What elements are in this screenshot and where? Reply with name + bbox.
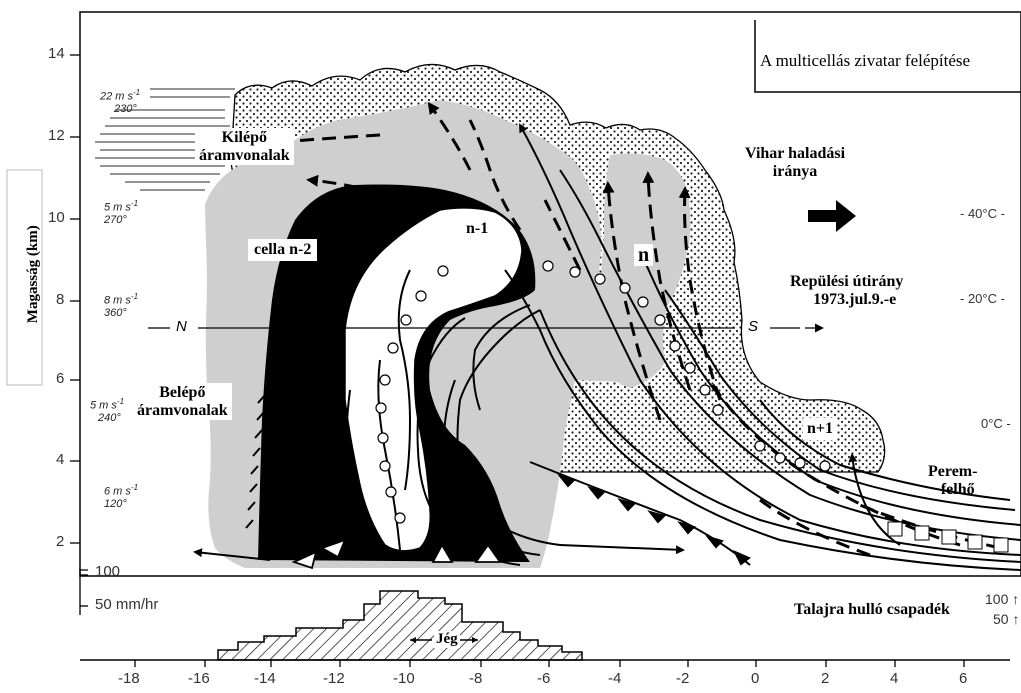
temp-zero: 0°C - [981, 416, 1011, 431]
ice-label: Jég [434, 631, 460, 648]
wind-sup: -1 [116, 397, 125, 406]
precip-right-100: 100 ↑ [985, 591, 1020, 607]
wind-dir: 270° [104, 214, 127, 227]
y-tick-4: 4 [56, 451, 65, 468]
wind-label-4: 5 m s-1 240° [90, 397, 124, 425]
x-tick: -16 [188, 670, 210, 687]
flight-path-label: Repülési útirány 1973.jul.9.-e [790, 273, 903, 308]
x-tick: -4 [608, 670, 622, 687]
x-tick: -8 [469, 670, 483, 687]
flight-line-1: Repülési útirány [790, 273, 904, 290]
y-axis-label: Magasság (km) [24, 225, 41, 324]
storm-dir-line-1: Vihar haladási [745, 145, 846, 162]
temp-minus-40: - 40°C - [960, 206, 1005, 221]
shelf-line-2: felhő [940, 480, 975, 498]
y-tick-14: 14 [48, 45, 65, 62]
wind-speed: 8 m s [104, 294, 131, 307]
entry-line-2: áramvonalak [137, 401, 228, 419]
storm-direction-label: Vihar haladási iránya [745, 145, 845, 180]
exit-line-2: áramvonalak [199, 146, 290, 164]
wind-speed: 22 m s [100, 90, 134, 103]
flight-line-2: 1973.jul.9.-e [813, 290, 897, 308]
precip-chart [79, 569, 1010, 661]
x-tick: 0 [751, 670, 760, 687]
x-tick: 2 [821, 670, 830, 687]
y-tick-8: 8 [56, 291, 65, 308]
entry-line-1: Belépő [159, 384, 206, 401]
y-tick-12: 12 [48, 127, 65, 144]
wind-sup: -1 [130, 483, 139, 492]
exit-line-1: Kilépő [221, 129, 267, 146]
wind-speed: 5 m s [90, 399, 117, 412]
shelf-line-1: Perem- [928, 463, 978, 480]
hail-circles [375, 260, 831, 524]
x-tick: -2 [676, 670, 690, 687]
wind-label-2: 5 m s-1 270° [104, 199, 138, 227]
precip-tick-50: 50 mm/hr [95, 596, 159, 613]
exit-streamlines-label: Kilépő áramvonalak [195, 128, 294, 166]
temp-minus-20: - 20°C - [960, 291, 1005, 306]
x-tick: 4 [890, 670, 899, 687]
wind-sup: -1 [130, 292, 139, 301]
x-tick: -6 [537, 670, 551, 687]
wind-speed: 6 m s [104, 485, 131, 498]
entry-streamlines-label: Belépő áramvonalak [133, 383, 232, 421]
cell-n-label: n [634, 244, 654, 266]
wind-dir: 120° [104, 498, 127, 511]
y-tick-10: 10 [48, 209, 65, 226]
wind-sup: -1 [133, 88, 141, 97]
precip-right-50: 50 ↑ [993, 611, 1020, 627]
wind-speed: 5 m s [104, 201, 131, 214]
x-tick: 6 [959, 670, 968, 687]
storm-dir-line-2: iránya [772, 162, 818, 180]
wind-dir: 240° [98, 412, 121, 425]
cell-n-plus-1-label: n+1 [803, 418, 838, 440]
wind-label-1: 22 m s-1 230° [100, 88, 140, 116]
wind-sup: -1 [130, 199, 139, 208]
cell-n1-label: n-1 [462, 218, 493, 240]
precip-tick-100: 100 [95, 563, 121, 580]
gust-front [529, 461, 751, 566]
gray-cell-n [596, 153, 691, 388]
wind-dir: 360° [104, 307, 127, 320]
wind-dir: 230° [114, 103, 137, 116]
left-hatch [245, 394, 266, 529]
shelf-cloud-label: Perem- felhő [928, 463, 977, 498]
y-tick-2: 2 [56, 533, 65, 550]
x-tick: -14 [254, 670, 276, 687]
south-marker: S [748, 318, 759, 335]
precip-histogram [217, 590, 583, 661]
wind-label-3: 8 m s-1 360° [104, 292, 138, 320]
title-box [754, 20, 1021, 93]
shelf-bars [887, 521, 1009, 553]
north-marker: N [176, 318, 187, 335]
precip-title: Talajra hulló csapadék [794, 601, 950, 618]
x-axis [134, 660, 965, 667]
cell-n2-label: cella n-2 [248, 239, 318, 261]
x-tick: -12 [323, 670, 345, 687]
x-tick: -18 [118, 670, 140, 687]
y-tick-6: 6 [56, 370, 65, 387]
y-axis-label-box [6, 169, 43, 386]
wind-label-5: 6 m s-1 120° [104, 483, 138, 511]
hail-triangles [291, 538, 502, 570]
y-axis [70, 54, 80, 544]
storm-direction-arrow [808, 200, 856, 232]
dashed-streamlines [241, 101, 1001, 557]
diagram-title: A multicellás zivatar felépítése [760, 51, 971, 70]
x-tick: -10 [393, 670, 415, 687]
